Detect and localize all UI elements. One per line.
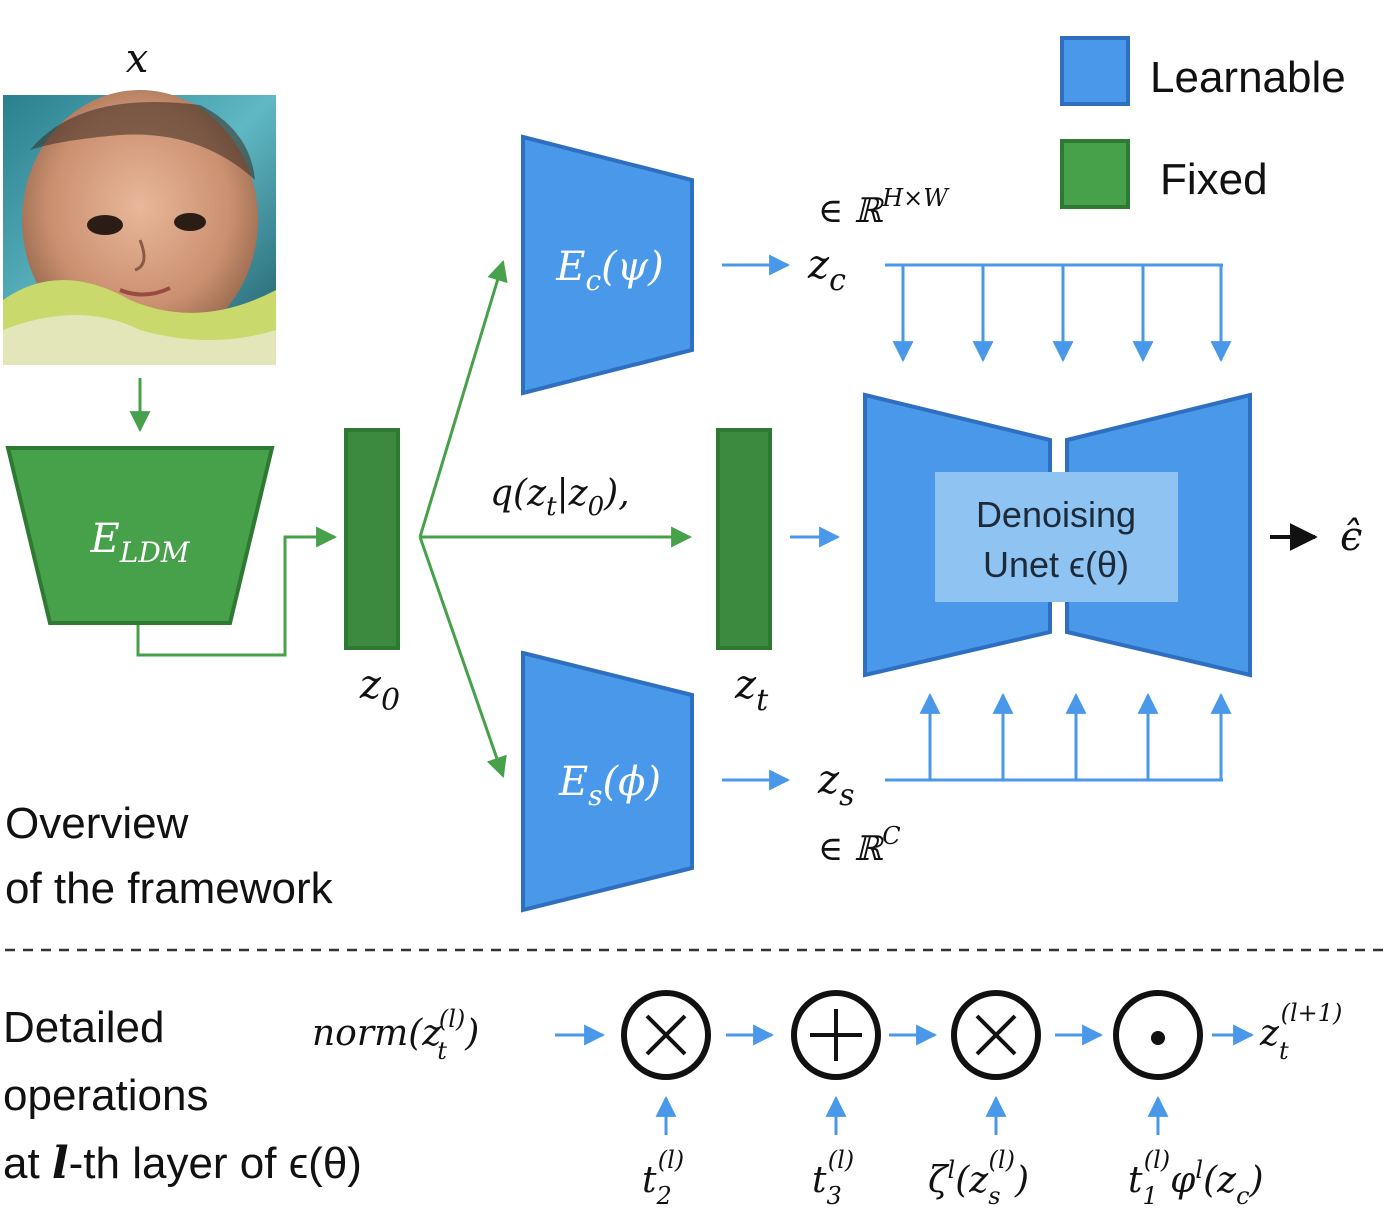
- latent-zt-label: zt: [734, 662, 769, 718]
- encoder-c-label: Ec(ψ): [555, 244, 663, 297]
- encoder-s-shape: [521, 650, 694, 913]
- ops-zeta-label: ζl(zs(l)): [928, 1146, 1029, 1210]
- ops-output-label: zt(l+1): [1259, 999, 1342, 1065]
- legend-learnable-label: Learnable: [1150, 53, 1346, 102]
- latent-z0-bar: [344, 428, 400, 650]
- op-multiply-2: [951, 990, 1041, 1080]
- legend-learnable-swatch: [1060, 36, 1130, 106]
- ops-flow-arrows: [555, 1024, 1255, 1135]
- encoder-c-shape: [521, 134, 694, 396]
- unet-label-line1: Denoising: [976, 494, 1136, 535]
- denoising-unet: Denoising Unet ϵ(θ): [863, 392, 1252, 678]
- latent-zs-label: zs: [817, 757, 854, 813]
- detailed-caption-line2: operations: [3, 1071, 208, 1120]
- baby-photo: [3, 90, 276, 365]
- arrow-encoder-to-z0: [136, 526, 338, 657]
- zs-space-label: ∈ ℝC: [818, 822, 901, 869]
- ops-input-label: norm(zt(l)): [312, 1005, 479, 1065]
- arrow-z0-to-ec: [418, 259, 508, 538]
- op-add: [791, 990, 881, 1080]
- encoder-ldm-shape: [5, 446, 275, 625]
- detailed-caption-line1: Detailed: [3, 1003, 164, 1052]
- latent-zt-bar: [716, 428, 772, 650]
- ops-t3-label: t3(l): [812, 1146, 854, 1210]
- encoder-ldm-label: ELDM: [90, 516, 191, 569]
- latent-zc-label: zc: [807, 242, 846, 298]
- detailed-caption-line3: at l-th layer of ϵ(θ): [3, 1138, 362, 1189]
- forward-process-label: q(zt|z0),: [490, 473, 630, 522]
- latent-z0-label: z0: [359, 662, 400, 718]
- op-multiply-1: [621, 990, 711, 1080]
- encoder-s-label: Es(ϕ): [558, 759, 661, 812]
- overview-caption-line1: Overview: [5, 799, 189, 848]
- image-label: x: [126, 36, 149, 82]
- overview-caption-line2: of the framework: [5, 864, 334, 913]
- zc-injection-arrows: [885, 263, 1232, 363]
- legend-fixed-swatch: [1060, 139, 1130, 209]
- legend-fixed-label: Fixed: [1160, 155, 1268, 204]
- zc-space-label: ∈ ℝH×W: [818, 184, 950, 231]
- op-hadamard: [1113, 990, 1203, 1080]
- zs-injection-arrows: [885, 692, 1232, 782]
- ops-t1-phi-label: t1(l)φl(zc): [1128, 1146, 1264, 1210]
- legend: Learnable Fixed: [1060, 36, 1346, 209]
- output-epsilon-hat: ϵ̂: [1340, 514, 1362, 560]
- ops-t2-label: t2(l): [642, 1146, 684, 1210]
- unet-label-line2: Unet ϵ(θ): [983, 544, 1129, 585]
- arrow-z0-to-es: [418, 536, 507, 778]
